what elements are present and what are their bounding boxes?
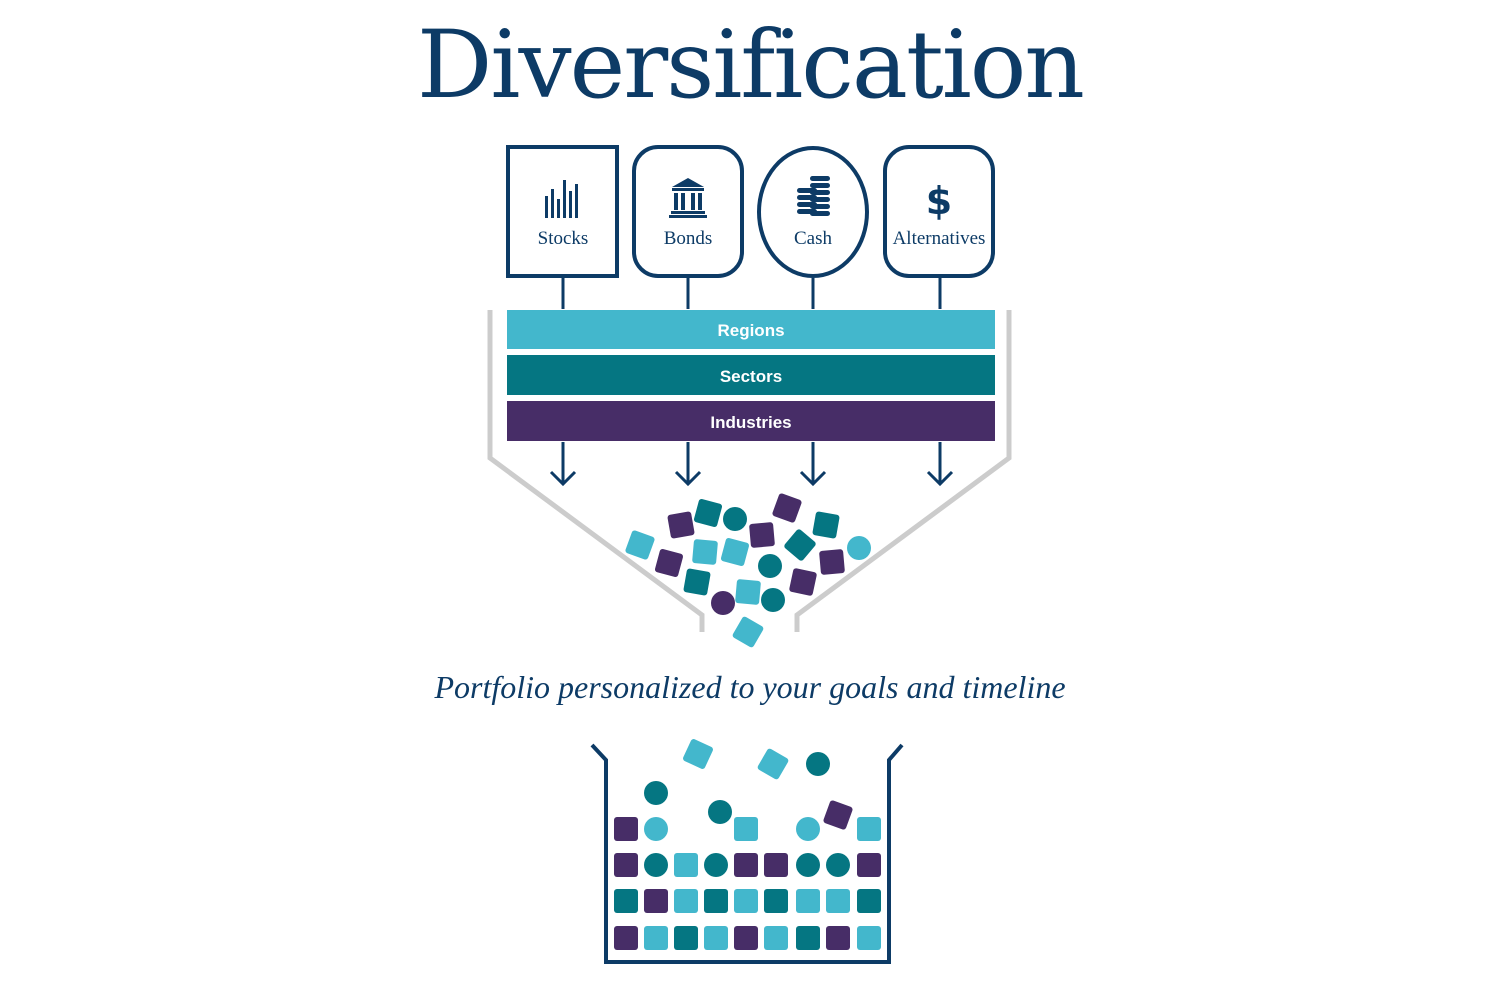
coin-stack-icon — [797, 176, 830, 216]
portfolio-square-piece — [614, 817, 638, 841]
portfolio-square-piece — [683, 739, 713, 769]
asset-label-stocks: Stocks — [538, 228, 589, 249]
asset-box-cash: Cash — [757, 146, 869, 278]
dollar-sign-icon: $ — [926, 179, 952, 223]
portfolio-square-piece — [764, 889, 788, 913]
portfolio-square-piece — [704, 889, 728, 913]
portfolio-basket — [590, 743, 904, 964]
portfolio-square-piece — [734, 853, 758, 877]
portfolio-square-piece — [693, 498, 723, 528]
portfolio-square-piece — [720, 537, 750, 567]
portfolio-square-piece — [757, 748, 789, 780]
portfolio-circle-piece — [711, 591, 735, 615]
down-arrow-icons — [549, 442, 954, 487]
portfolio-square-piece — [734, 889, 758, 913]
page-title: Diversification — [417, 11, 1085, 120]
portfolio-square-piece — [625, 530, 655, 560]
portfolio-square-piece — [674, 889, 698, 913]
filter-band-sectors: Sectors — [507, 355, 995, 395]
portfolio-square-piece — [734, 926, 758, 950]
portfolio-circle-piece — [644, 781, 668, 805]
portfolio-square-piece — [796, 926, 820, 950]
bar-chart-icon — [545, 180, 578, 218]
portfolio-square-piece — [704, 926, 728, 950]
funnel-outline — [487, 310, 1012, 632]
portfolio-circle-piece — [758, 554, 782, 578]
portfolio-circle-piece — [806, 752, 830, 776]
down-arrow-icon — [549, 442, 577, 487]
portfolio-circle-piece — [826, 853, 850, 877]
portfolio-square-piece — [614, 889, 638, 913]
portfolio-circle-piece — [644, 853, 668, 877]
portfolio-square-piece — [857, 853, 881, 877]
portfolio-circle-piece — [644, 817, 668, 841]
funnel-pieces — [625, 493, 871, 648]
portfolio-square-piece — [749, 522, 775, 548]
portfolio-square-piece — [732, 616, 764, 648]
portfolio-square-piece — [735, 579, 761, 605]
portfolio-square-piece — [789, 568, 817, 596]
portfolio-square-piece — [784, 529, 816, 561]
portfolio-square-piece — [826, 889, 850, 913]
asset-box-stocks: Stocks — [506, 145, 619, 278]
portfolio-circle-piece — [723, 507, 747, 531]
band-label-industries: Industries — [710, 413, 791, 432]
portfolio-circle-piece — [847, 536, 871, 560]
bank-building-icon — [669, 178, 707, 218]
asset-label-alternatives: Alternatives — [893, 228, 986, 249]
asset-box-alternatives: $ Alternatives — [883, 145, 995, 278]
portfolio-square-piece — [674, 853, 698, 877]
band-label-sectors: Sectors — [720, 367, 782, 386]
down-arrow-icon — [674, 442, 702, 487]
asset-label-bonds: Bonds — [664, 228, 713, 249]
portfolio-circle-piece — [796, 853, 820, 877]
portfolio-square-piece — [857, 926, 881, 950]
portfolio-square-piece — [857, 889, 881, 913]
portfolio-square-piece — [823, 800, 853, 830]
tagline: Portfolio personalized to your goals and… — [434, 669, 1066, 705]
portfolio-circle-piece — [761, 588, 785, 612]
portfolio-square-piece — [644, 889, 668, 913]
portfolio-circle-piece — [704, 853, 728, 877]
portfolio-square-piece — [644, 926, 668, 950]
portfolio-square-piece — [857, 817, 881, 841]
filter-band-regions: Regions — [507, 310, 995, 349]
portfolio-square-piece — [654, 548, 684, 578]
portfolio-square-piece — [683, 568, 711, 596]
portfolio-square-piece — [734, 817, 758, 841]
portfolio-square-piece — [614, 926, 638, 950]
down-arrow-icon — [799, 442, 827, 487]
portfolio-square-piece — [764, 926, 788, 950]
portfolio-square-piece — [772, 493, 802, 523]
portfolio-square-piece — [667, 511, 695, 539]
asset-box-bonds: Bonds — [632, 145, 744, 278]
filter-band-industries: Industries — [507, 401, 995, 441]
connector-lines — [561, 278, 942, 309]
portfolio-circle-piece — [796, 817, 820, 841]
portfolio-square-piece — [819, 549, 845, 575]
asset-label-cash: Cash — [794, 228, 833, 249]
basket-pieces — [614, 739, 881, 950]
portfolio-square-piece — [764, 853, 788, 877]
portfolio-square-piece — [692, 539, 718, 565]
portfolio-square-piece — [614, 853, 638, 877]
portfolio-square-piece — [826, 926, 850, 950]
down-arrow-icon — [926, 442, 954, 487]
portfolio-square-piece — [674, 926, 698, 950]
portfolio-square-piece — [796, 889, 820, 913]
band-label-regions: Regions — [717, 321, 784, 340]
portfolio-square-piece — [812, 511, 840, 539]
portfolio-circle-piece — [708, 800, 732, 824]
